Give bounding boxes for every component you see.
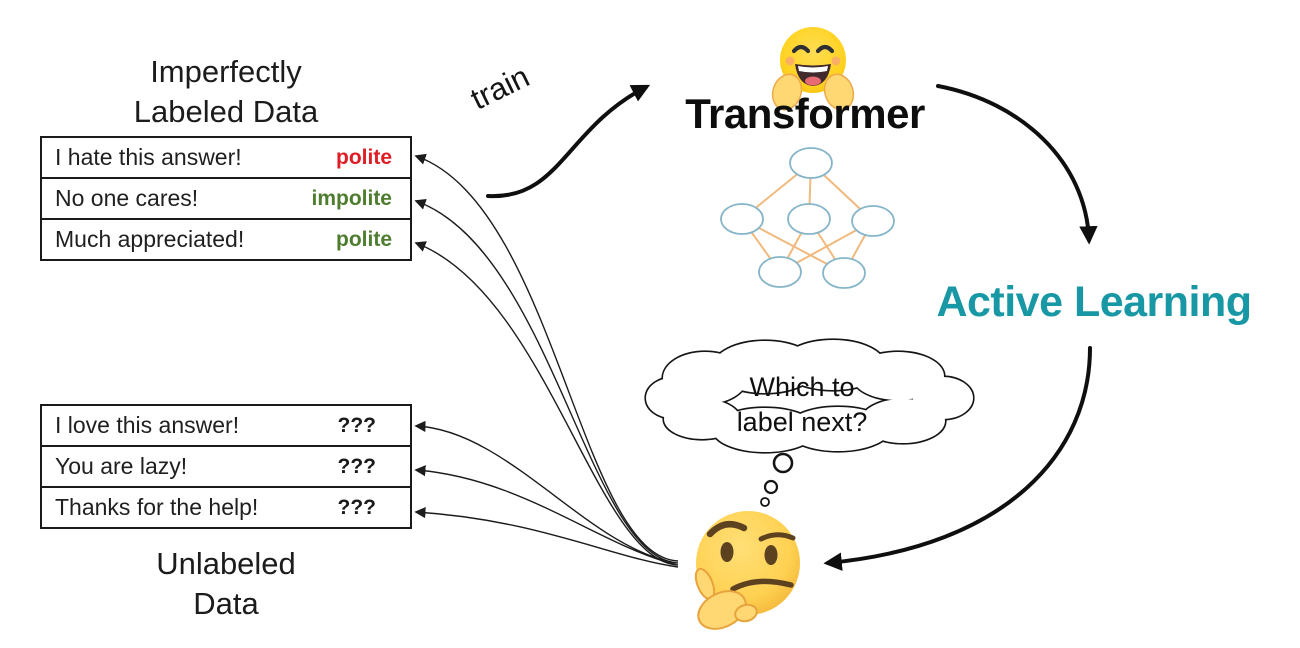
sample-label: polite [336, 145, 392, 169]
table-row: No one cares! impolite [42, 177, 410, 218]
sample-text: Thanks for the help! [55, 494, 259, 520]
table-row: You are lazy! ??? [42, 445, 410, 486]
connector-unlabeled-row-3 [414, 507, 679, 568]
neural-network [720, 147, 895, 289]
thought-cloud-text: Which to label next? [688, 370, 916, 440]
table-row: Thanks for the help! ??? [42, 486, 410, 527]
table-row: I hate this answer! polite [42, 138, 410, 177]
sample-text: I love this answer! [55, 412, 240, 438]
unlabeled-data-heading-line2: Data [193, 586, 259, 621]
connector-unlabeled-row-2 [414, 465, 678, 566]
sample-label: ??? [337, 495, 376, 519]
sample-label: impolite [311, 186, 392, 210]
connector-labeled-row-2 [414, 198, 679, 564]
sample-label: polite [336, 227, 392, 251]
labeled-data-heading-line1: Imperfectly [150, 54, 302, 89]
thought-text-line1: Which to [749, 372, 855, 402]
connector-labeled-row-3 [414, 241, 679, 566]
thought-bubble-trail [760, 452, 794, 507]
unlabeled-data-heading: Unlabeled Data [40, 544, 412, 624]
cycle-arrows [486, 84, 1098, 571]
sample-text: I hate this answer! [55, 144, 242, 170]
sample-text: You are lazy! [55, 453, 188, 479]
labeled-data-heading: Imperfectly Labeled Data [40, 52, 412, 132]
sample-text: No one cares! [55, 185, 199, 211]
thought-text-line2: label next? [736, 407, 868, 437]
network-nodes [720, 147, 895, 289]
train-arrow [486, 84, 651, 199]
unlabeled-data-heading-line1: Unlabeled [156, 546, 296, 581]
thinking-face-emoji [694, 511, 800, 630]
connector-labeled-row-1 [414, 153, 679, 562]
labeled-data-heading-line2: Labeled Data [133, 94, 319, 129]
unlabeled-data-table: I love this answer! ??? You are lazy! ??… [40, 404, 412, 529]
transformer-to-active-learning-arrow [936, 84, 1098, 245]
table-row: I love this answer! ??? [42, 406, 410, 445]
transformer-label: Transformer [685, 90, 925, 137]
sample-label: ??? [337, 413, 376, 437]
active-learning-to-thinker-arrow [823, 346, 1092, 571]
sample-text: Much appreciated! [55, 226, 245, 252]
active-learning-label: Active Learning [936, 278, 1252, 326]
sample-connector-arrows [414, 153, 679, 568]
thought-cloud [644, 338, 975, 507]
connector-unlabeled-row-1 [414, 420, 677, 564]
hugging-face-emoji [771, 27, 855, 111]
labeled-data-table: I hate this answer! polite No one cares!… [40, 136, 412, 261]
table-row: Much appreciated! polite [42, 218, 410, 259]
sample-label: ??? [337, 454, 376, 478]
